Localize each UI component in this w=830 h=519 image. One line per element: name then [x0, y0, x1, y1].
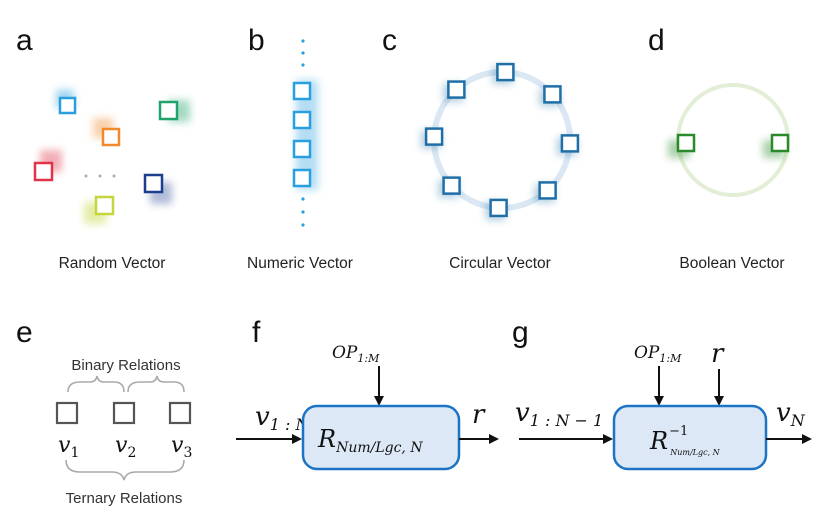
binary-brace-left — [67, 375, 125, 393]
panel-e: e Binary Relations v1 v2 v3 Ternary Rela… — [16, 316, 192, 507]
random-square-cyan — [56, 90, 77, 115]
circular-squares — [421, 62, 580, 220]
input-label-g: v1 : N − 1 — [515, 398, 603, 430]
panel-f: f OP1:M v1 : N RNum/Lgc, N r — [236, 316, 499, 471]
random-square-navy — [143, 173, 172, 204]
relation-box-f — [301, 404, 461, 471]
output-label-f: r — [472, 400, 486, 430]
caption-numeric-vector: Numeric Vector — [247, 255, 353, 272]
ellipsis-dots — [84, 174, 116, 178]
output-label-g: vN — [776, 398, 806, 430]
circular-square — [447, 80, 466, 99]
random-square-yellow — [84, 195, 115, 224]
random-square-green — [158, 100, 190, 122]
node-label-v3: v3 — [171, 433, 192, 461]
circular-square — [424, 127, 444, 146]
panel-a: a Random Vector — [16, 24, 190, 272]
node-label-v2: v2 — [115, 433, 136, 461]
relation-box-g — [612, 404, 768, 471]
circular-square — [538, 181, 557, 200]
caption-circular-vector: Circular Vector — [449, 255, 551, 272]
node-label-v1: v1 — [58, 433, 79, 461]
circular-square — [543, 85, 562, 104]
boolean-square-left — [668, 133, 696, 158]
panel-letter-c: c — [382, 24, 397, 57]
caption-random-vector: Random Vector — [59, 255, 166, 272]
panel-letter-e: e — [16, 316, 33, 349]
random-square-orange — [93, 118, 121, 147]
random-square-red — [33, 150, 62, 182]
panel-d: d Boolean Vector — [648, 24, 790, 272]
circular-square — [442, 176, 461, 195]
circular-square — [560, 134, 580, 153]
numeric-square-1 — [292, 81, 312, 101]
circular-square — [496, 62, 515, 82]
panel-letter-b: b — [248, 24, 265, 57]
op-label-g: OP1:M — [634, 343, 682, 365]
relation-node-1 — [55, 401, 79, 425]
numeric-dots-bottom — [301, 197, 305, 227]
numeric-square-3 — [292, 139, 312, 159]
r-input-label-g: r — [711, 339, 725, 369]
relation-box-label-f: RNum/Lgc, N — [317, 425, 423, 456]
boolean-square-right — [763, 133, 790, 158]
ternary-relations-label: Ternary Relations — [66, 490, 183, 507]
relation-node-3 — [168, 401, 192, 425]
caption-boolean-vector: Boolean Vector — [679, 255, 784, 272]
panel-letter-g: g — [512, 316, 529, 349]
numeric-square-2 — [292, 110, 312, 130]
relation-node-2 — [112, 401, 136, 425]
panel-letter-d: d — [648, 24, 665, 57]
binary-relations-label: Binary Relations — [71, 357, 180, 374]
op-label-f: OP1:M — [332, 343, 380, 365]
circular-square — [489, 198, 508, 218]
panel-letter-a: a — [16, 24, 33, 57]
numeric-dots-top — [301, 39, 305, 67]
panel-c: c Circular Vector — [382, 24, 580, 272]
numeric-squares — [292, 80, 318, 190]
numeric-square-4 — [292, 168, 312, 188]
ternary-brace — [65, 459, 185, 481]
panel-letter-f: f — [252, 316, 261, 349]
binary-brace-right — [127, 375, 185, 393]
panel-b: b Numeric Vector — [247, 24, 353, 272]
input-label-f: v1 : N — [255, 402, 310, 434]
